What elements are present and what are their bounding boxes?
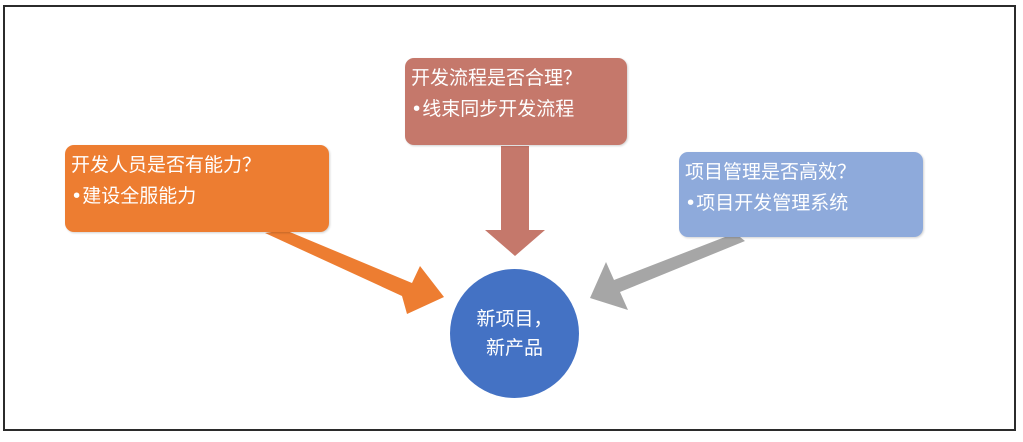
developer-box-title: 开发人员是否有能力？ [71, 154, 262, 176]
center-line-2: 新产品 [485, 336, 543, 359]
process-box-title: 开发流程是否合理？ [411, 67, 583, 89]
management-box-item: •项目开发管理系统 [685, 192, 849, 214]
arrow-management-to-center [590, 237, 745, 310]
new-project-circle: 新项目， 新产品 [450, 269, 579, 398]
management-box: 项目管理是否高效？ •项目开发管理系统 [679, 152, 923, 237]
management-box-title: 项目管理是否高效？ [685, 161, 857, 183]
process-box: 开发流程是否合理？ •线束同步开发流程 [405, 58, 627, 145]
arrow-process-to-center [485, 146, 545, 256]
developer-capability-box: 开发人员是否有能力？ •建设全服能力 [65, 145, 329, 232]
process-box-item: •线束同步开发流程 [411, 98, 575, 120]
developer-box-item: •建设全服能力 [71, 185, 197, 207]
center-line-1: 新项目， [476, 307, 553, 330]
arrow-developer-to-center [265, 230, 444, 314]
